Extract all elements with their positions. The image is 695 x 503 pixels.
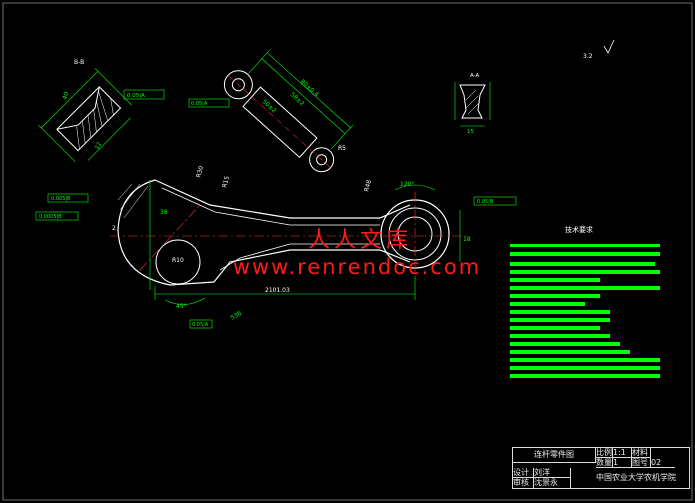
check-name: 沈景永 xyxy=(534,478,571,488)
qty-label: 数量 xyxy=(596,458,613,468)
dim-18: 18 xyxy=(463,236,471,243)
dim-536: 536 xyxy=(230,310,244,322)
check-label: 审核 xyxy=(513,478,534,488)
technical-notes xyxy=(510,244,660,378)
small-end-detail: 80±0.4 58±2 50±2 0.05|A R5 xyxy=(188,49,354,173)
notes-title: 技术要求 xyxy=(565,226,593,234)
dim-120: 120° xyxy=(400,181,414,188)
section-a-a-label: A-A xyxy=(470,73,480,79)
tol-text-2: 0.05|A xyxy=(191,101,208,107)
section-b-b: B-B 0.05|A 40 12 xyxy=(38,59,165,163)
dim-r30: R30 xyxy=(195,165,205,178)
sheet-label: 图号 xyxy=(632,458,651,468)
tol-box-4 xyxy=(35,211,79,221)
qty-value: 1 xyxy=(613,458,632,468)
main-rod-view: 2101.03 18 38 R10 R48 R15 R30 120° 45° 5… xyxy=(35,165,517,329)
dim-40: 40 xyxy=(61,91,70,101)
dim-12: 12 xyxy=(94,141,104,151)
dim-2101: 2101.03 xyxy=(265,287,290,294)
dim-2: 2 xyxy=(112,225,116,232)
section-a-a: A-A 15 xyxy=(454,73,491,135)
roughness-value: 3.2 xyxy=(583,53,593,60)
scale-label: 比例 xyxy=(596,448,613,458)
dim-38: 38 xyxy=(160,209,168,216)
organization: 中国农业大学农机学院 xyxy=(596,473,676,482)
dim-15: 15 xyxy=(467,129,474,135)
design-name: 刘洋 xyxy=(534,468,571,478)
tol-text-1: 0.05|A xyxy=(127,93,145,99)
material-label: 材料 xyxy=(632,448,651,458)
section-b-b-label: B-B xyxy=(74,59,84,66)
tol-text-5: 0.05|A xyxy=(192,322,209,328)
scale-value: 1:1 xyxy=(613,448,632,458)
title-block: 连杆零件图 比例 1:1 材料 数量 1 图号 02 设计 刘洋 审核 沈景永 … xyxy=(512,447,690,489)
dim-80: 80±0.4 xyxy=(299,78,320,98)
dim-r5: R5 xyxy=(338,145,346,152)
tol-box-3 xyxy=(47,193,89,203)
tol-box-5 xyxy=(189,319,213,329)
tol-text-4: 0.0005|B xyxy=(39,214,62,220)
design-label: 设计 xyxy=(513,468,534,478)
dim-r48: R48 xyxy=(363,179,373,192)
dim-45: 45° xyxy=(176,303,187,310)
tol-box-2 xyxy=(188,98,230,108)
dim-r15: R15 xyxy=(221,175,231,188)
dim-r10: R10 xyxy=(172,257,184,264)
sheet-value: 02 xyxy=(651,458,675,468)
part-name: 连杆零件图 xyxy=(513,448,596,463)
dim-58: 58±2 xyxy=(289,91,306,107)
roughness-symbol: 3.2 xyxy=(583,39,615,60)
tol-text-6: 0.05|B xyxy=(477,199,494,205)
tol-box-6 xyxy=(473,196,517,206)
tol-text-3: 0.005|B xyxy=(51,196,71,202)
tol-box-1 xyxy=(123,89,165,100)
